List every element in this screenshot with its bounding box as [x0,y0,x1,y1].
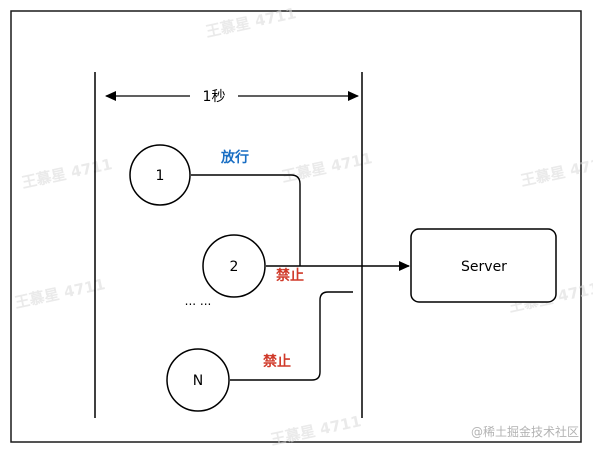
interval-label: 1秒 [203,89,226,105]
request-node-1 [129,144,191,206]
request-node-2 [202,234,266,298]
connector-node-1-allowed [191,174,301,266]
deny-label-node-2: 禁止 [276,267,304,284]
request-node-2-label: 2 [230,259,239,275]
request-node-1-label: 1 [156,168,165,184]
server-box [410,228,557,303]
connector-node-n-blocked [230,291,353,381]
allow-label: 放行 [220,149,249,166]
more-requests-ellipsis: ... ... [185,294,212,308]
server-label: Server [461,259,507,275]
site-watermark: @稀土掘金技术社区 [471,424,579,439]
request-node-n-label: N [193,373,203,389]
deny-label-node-n: 禁止 [263,353,291,370]
diagram-frame [10,10,582,443]
request-node-n [166,348,230,412]
